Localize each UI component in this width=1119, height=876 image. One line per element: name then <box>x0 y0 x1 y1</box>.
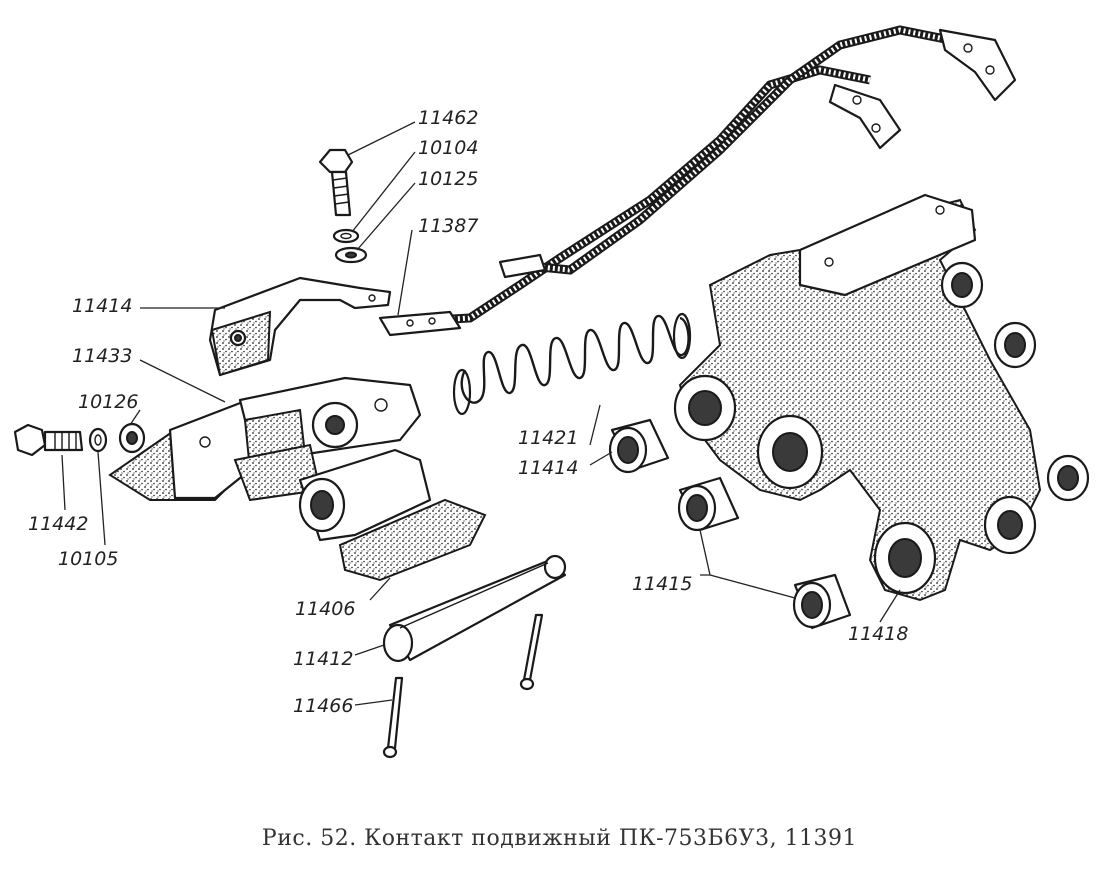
exploded-assembly-drawing: 11462 10104 10125 11387 11414 11433 1012… <box>13 25 1090 759</box>
cotter-pin-11466-a <box>382 676 404 759</box>
bolt-11462 <box>318 148 354 217</box>
flexible-lead-braids <box>399 25 951 327</box>
callout-10126: 10126 <box>78 391 138 413</box>
callout-11387: 11387 <box>418 215 478 237</box>
callout-11418: 11418 <box>848 623 908 645</box>
washer-10126 <box>118 422 146 454</box>
callout-11414-top: 11414 <box>72 295 132 317</box>
callout-11415: 11415 <box>632 573 692 595</box>
leader-lines <box>61 121 901 706</box>
bracket-11414-top <box>208 276 392 377</box>
spring-washer-10104 <box>332 228 360 244</box>
bushing-group <box>608 261 1090 630</box>
callout-11406: 11406 <box>295 598 355 620</box>
flat-washer-10125 <box>334 246 368 264</box>
bushing-upper-2 <box>993 321 1037 369</box>
callout-11433: 11433 <box>72 345 132 367</box>
callout-11412: 11412 <box>293 648 353 670</box>
callout-11462: 11462 <box>418 107 478 129</box>
callout-11414-bushing: 11414 <box>518 457 578 479</box>
bushing-upper-1 <box>940 261 984 309</box>
bushing-11415-a <box>677 476 740 532</box>
contact-block <box>108 376 487 582</box>
bushing-11415-b <box>792 573 852 630</box>
callout-11466: 11466 <box>293 695 353 717</box>
callout-10125: 10125 <box>418 168 478 190</box>
bolt-11442 <box>13 423 84 457</box>
cotter-pin-11466-b <box>519 613 544 691</box>
figure-caption: Рис. 52. Контакт подвижный ПК-753Б6У3, 1… <box>261 826 858 851</box>
callout-10105: 10105 <box>58 548 118 570</box>
callout-10104: 10104 <box>418 137 478 159</box>
callout-labels: 11462 10104 10125 11387 11414 11433 1012… <box>28 107 908 717</box>
braid-terminal-lugs <box>378 28 1017 337</box>
lock-washer-10105 <box>88 427 108 453</box>
callout-11442: 11442 <box>28 513 88 535</box>
callout-11421: 11421 <box>518 427 578 449</box>
contact-lever-11418 <box>673 193 1042 602</box>
bushing-11414 <box>608 418 670 474</box>
pin-11412 <box>382 554 567 663</box>
spring-11421 <box>452 312 692 416</box>
bushing-right <box>1046 454 1090 502</box>
